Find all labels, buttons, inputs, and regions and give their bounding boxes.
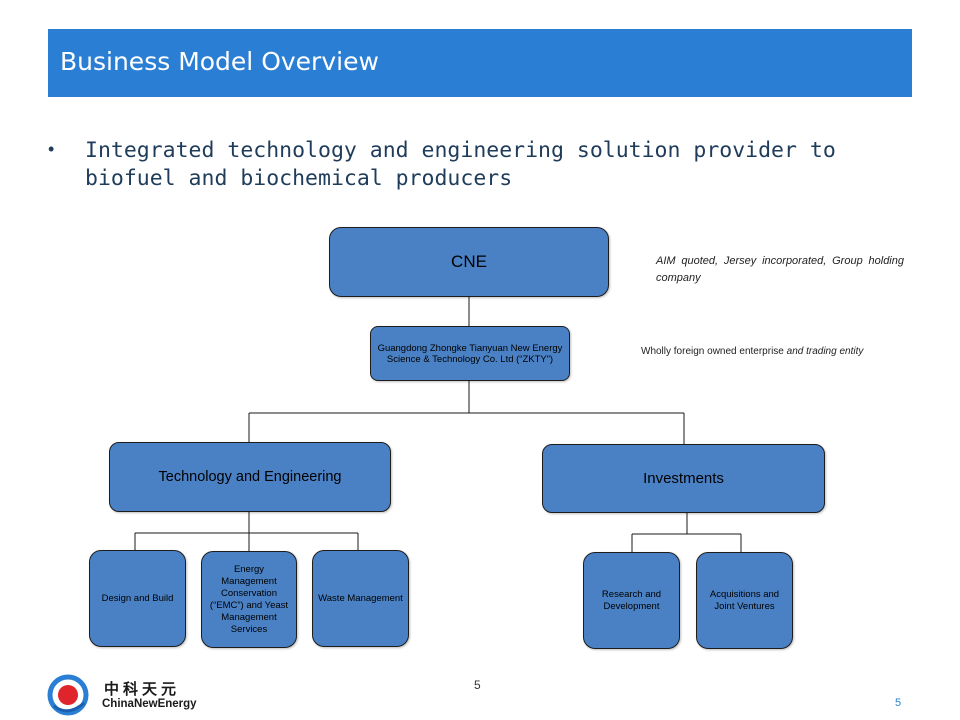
emc-label: Energy Management Conservation (“EMC”) a…: [209, 563, 289, 635]
logo-emblem-icon: [47, 674, 89, 716]
zkty-label: Guangdong Zhongke Tianyuan New Energy Sc…: [377, 342, 563, 365]
acquisitions-jv-label: Acquisitions and Joint Ventures: [709, 589, 780, 612]
technology-engineering-box: Technology and Engineering: [109, 442, 391, 512]
research-development-label: Research and Development: [601, 589, 662, 612]
design-build-box: Design and Build: [89, 550, 186, 647]
logo-english-text: ChinaNewEnergy: [102, 698, 197, 710]
zkty-note-italic: and trading entity: [786, 346, 864, 357]
title-bar: Business Model Overview: [48, 29, 912, 97]
zkty-note: Wholly foreign owned enterprise and trad…: [641, 346, 941, 357]
bullet-symbol: •: [48, 139, 55, 159]
cne-label: CNE: [451, 252, 487, 271]
emc-box: Energy Management Conservation (“EMC”) a…: [201, 551, 297, 648]
research-development-box: Research and Development: [583, 552, 680, 649]
cne-note: AIM quoted, Jersey incorporated, Group h…: [656, 255, 904, 284]
logo-chinese-text: 中科天元: [104, 680, 181, 698]
page-number-corner: 5: [895, 697, 902, 709]
waste-management-label: Waste Management: [318, 592, 403, 604]
page-number-center: 5: [474, 678, 481, 692]
page-title: Business Model Overview: [60, 47, 379, 76]
technology-engineering-label: Technology and Engineering: [158, 469, 342, 485]
waste-management-box: Waste Management: [312, 550, 409, 647]
zkty-note-plain: Wholly foreign owned enterprise: [641, 346, 787, 357]
zkty-box: Guangdong Zhongke Tianyuan New Energy Sc…: [370, 326, 570, 381]
design-build-label: Design and Build: [101, 592, 174, 604]
investments-box: Investments: [542, 444, 825, 513]
acquisitions-jv-box: Acquisitions and Joint Ventures: [696, 552, 793, 649]
bullet-text: Integrated technology and engineering so…: [85, 138, 836, 191]
cne-box: CNE: [329, 227, 609, 297]
investments-label: Investments: [643, 470, 724, 487]
company-logo: 中科天元 ChinaNewEnergy: [44, 673, 214, 718]
